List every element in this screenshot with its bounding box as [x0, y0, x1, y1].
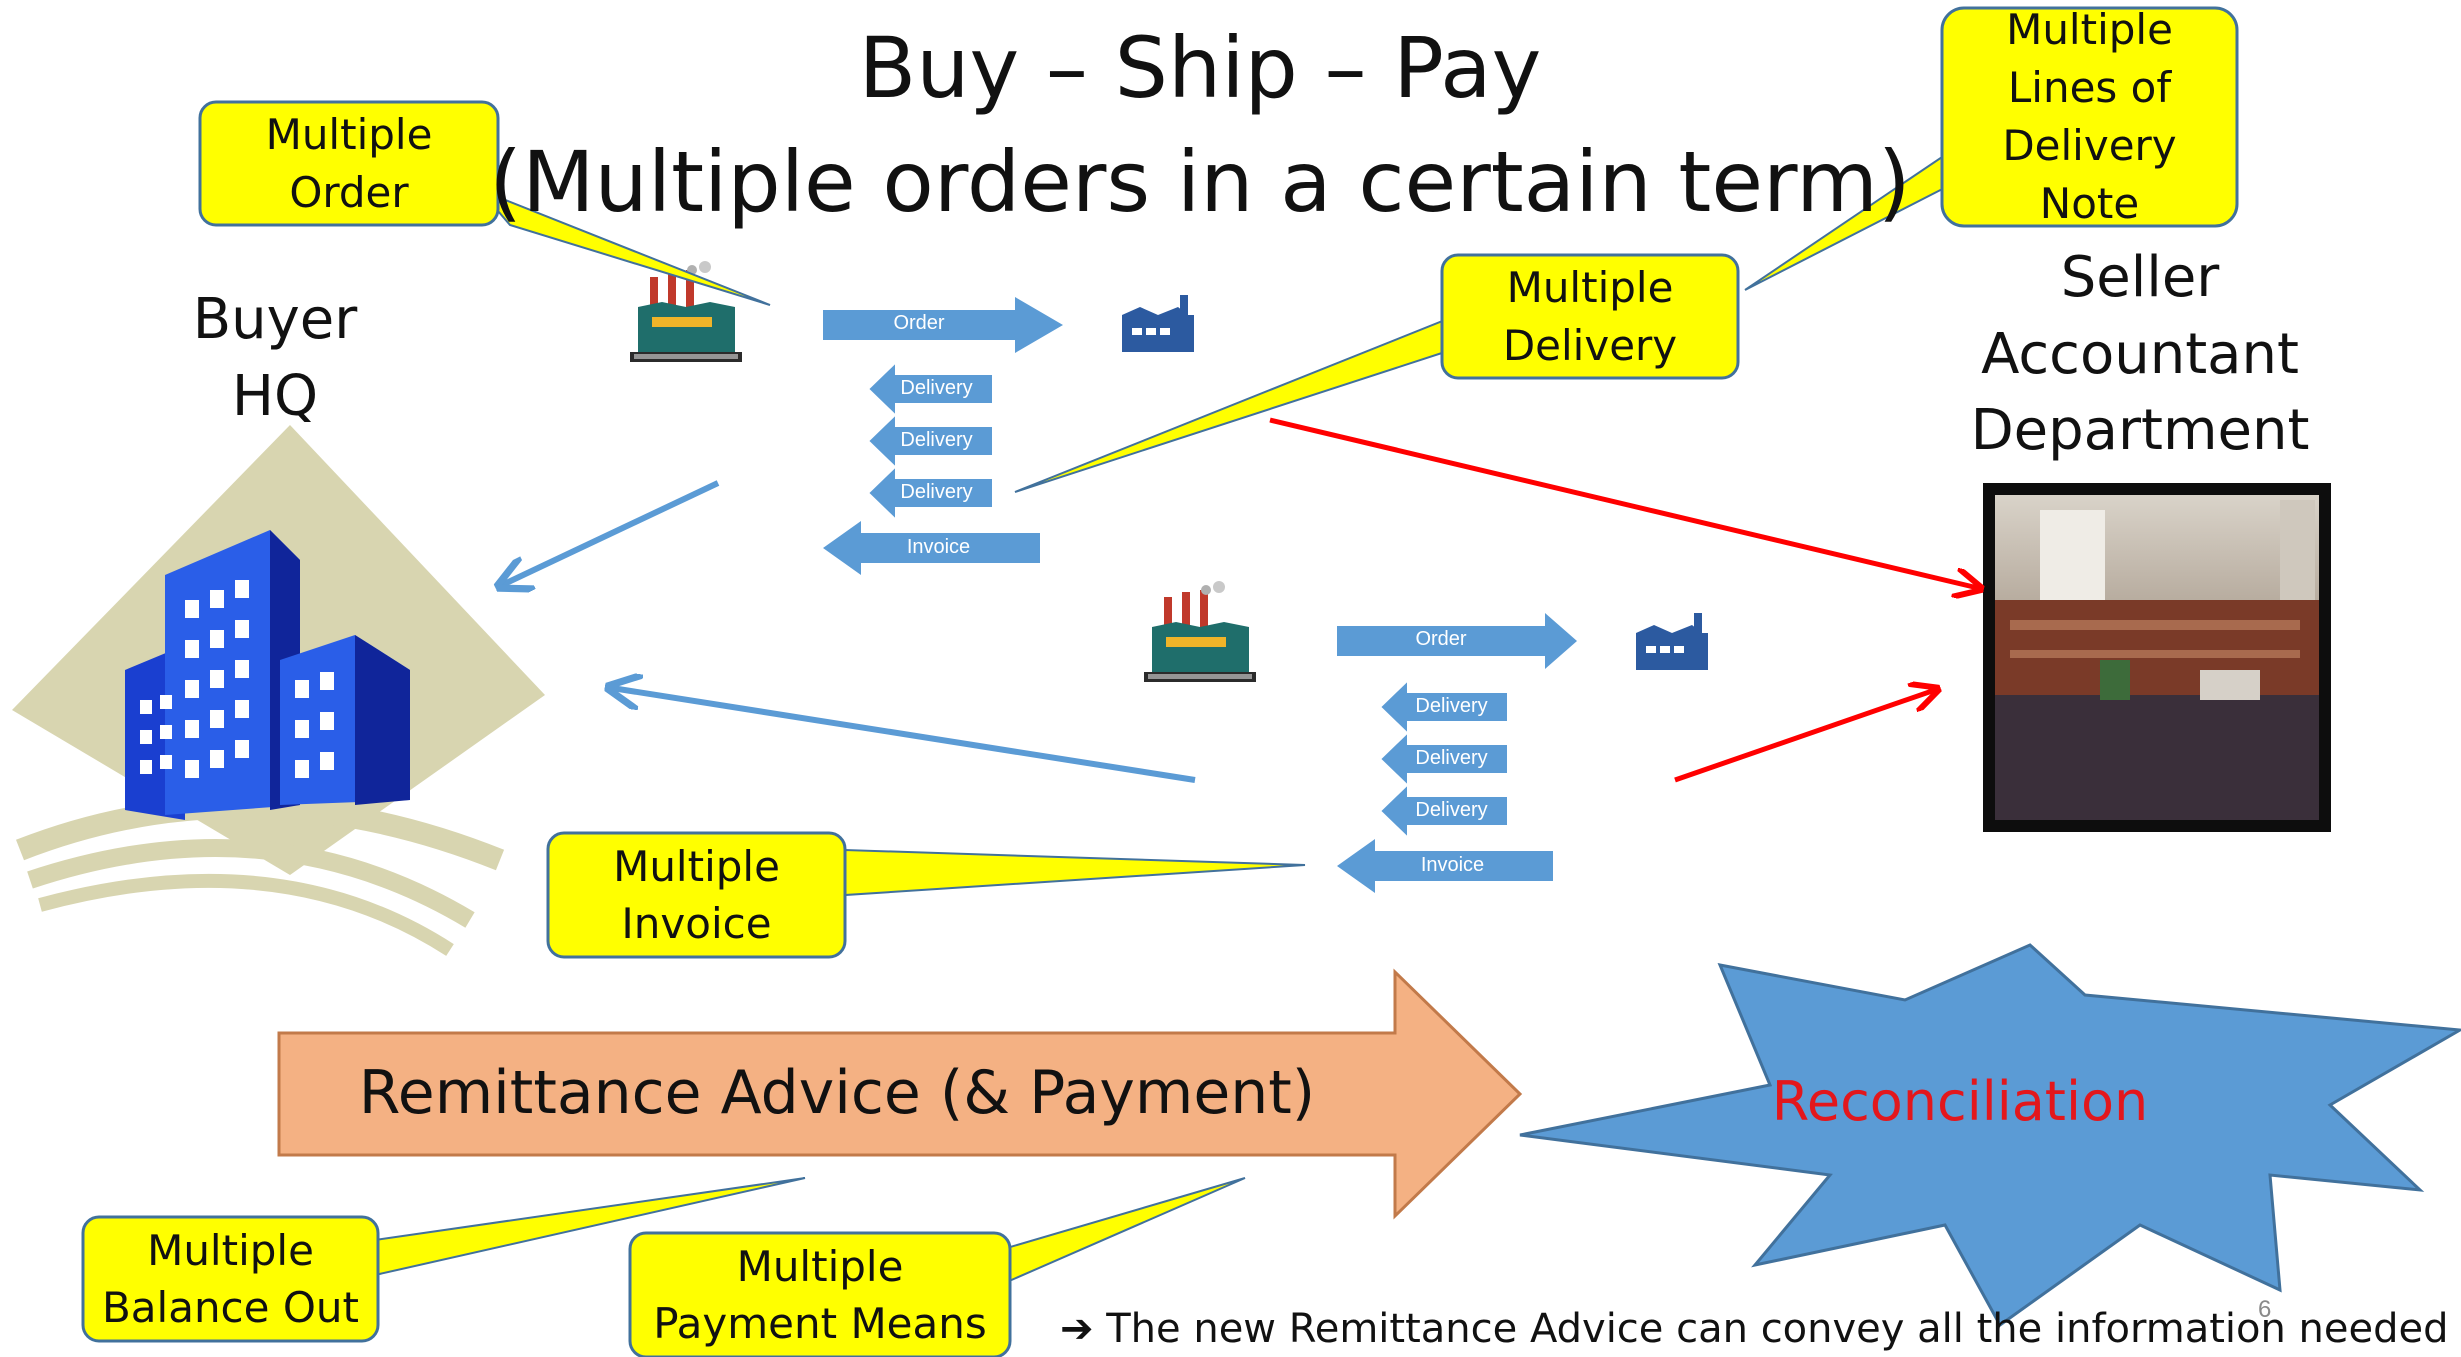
flow1-delivery-label: Delivery — [900, 429, 973, 451]
flow1-delivery-arrow — [866, 411, 994, 471]
buyer-factory-icon-2 — [1144, 581, 1256, 682]
callout-line: Multiple — [265, 110, 433, 160]
callout-line: Multiple — [736, 1241, 904, 1291]
callout-box — [546, 831, 847, 959]
seller-street-photo — [1983, 483, 2331, 832]
flow1-order-label: Order — [893, 312, 945, 334]
callout-tail — [999, 1177, 1246, 1287]
buyer-factory-icon — [630, 261, 742, 362]
callout-box — [628, 1231, 1012, 1357]
callout-line: Multiple — [147, 1225, 314, 1275]
callout-line: Multiple — [2006, 5, 2173, 55]
callout-box — [1940, 6, 2239, 228]
callout-multiple-invoice: Multiple Invoice — [548, 833, 845, 957]
flow2-delivery-label: Delivery — [1415, 799, 1488, 821]
callout-box — [81, 1215, 380, 1343]
footer-note: ➔ The new Remittance Advice can convey a… — [1060, 1306, 2449, 1352]
flow2-invoice-arrow — [1337, 839, 1553, 893]
callout-line: Note — [2039, 178, 2140, 228]
callout-multiple-lines: Multiple Lines of Delivery Note — [1942, 5, 2237, 228]
callout-box — [1440, 253, 1740, 380]
slide-title-line1: Buy – Ship – Pay — [858, 19, 1542, 117]
callout-line: Payment Means — [653, 1299, 987, 1348]
flow2-order-arrow — [1337, 613, 1577, 669]
flow2-to-buyer-arrow — [612, 688, 1196, 783]
buyer-label-line1: Buyer — [192, 287, 358, 352]
flow1-delivery-arrow — [866, 359, 994, 419]
flow2-delivery-arrow — [1378, 729, 1509, 789]
flow1-delivery-label: Delivery — [900, 377, 973, 399]
flow2-order-label: Order — [1415, 628, 1467, 650]
flow2-delivery-label: Delivery — [1415, 747, 1488, 769]
flow1-delivery-label: Delivery — [900, 481, 973, 503]
remittance-label: Remittance Advice (& Payment) — [358, 1058, 1316, 1128]
flow1-to-buyer-arrow — [502, 480, 720, 585]
callout-multiple-delivery: Multiple Delivery — [1442, 255, 1738, 378]
callout-line: Delivery — [1502, 320, 1678, 370]
slide-number: 6 — [2258, 1296, 2272, 1323]
footer-text: The new Remittance Advice can convey all… — [1106, 1306, 2449, 1352]
flow1-invoice-arrow — [823, 521, 1040, 575]
slide-title-line2: (Multiple orders in a certain term) — [489, 133, 1911, 231]
callout-multiple-payment: Multiple Payment Means — [630, 1233, 1010, 1357]
callout-line: Multiple — [613, 841, 780, 891]
seller-label: Seller Accountant Department — [1930, 240, 2350, 470]
reconciliation-starburst — [1519, 943, 2461, 1328]
callout-line: Lines of — [2007, 63, 2172, 113]
seller-label-line3: Department — [1970, 398, 2310, 464]
flow1-invoice-label: Invoice — [906, 536, 971, 558]
flow2-delivery-arrow — [1378, 781, 1509, 841]
flow1-delivery-arrow — [866, 463, 994, 523]
seller-factory-icon — [1122, 295, 1194, 352]
flow2-invoice-label: Invoice — [1420, 854, 1485, 876]
flow2-to-seller-arrow — [1674, 690, 1935, 783]
seller-label-line1: Seller — [2060, 245, 2220, 310]
callout-line: Balance Out — [101, 1283, 359, 1332]
callout-box — [198, 100, 500, 227]
callout-tail — [1014, 318, 1446, 493]
callout-line: Multiple — [1506, 263, 1674, 313]
callout-tail — [844, 848, 1306, 897]
buyer-label: Buyer HQ — [150, 282, 400, 435]
callout-line: Invoice — [621, 899, 772, 948]
flow1-order-arrow — [823, 297, 1063, 353]
callout-line: Delivery — [2002, 121, 2177, 170]
reconciliation-label: Reconciliation — [1771, 1070, 2149, 1133]
office-buildings-icon — [12, 425, 545, 956]
arrow-right-icon: ➔ — [1060, 1306, 1094, 1352]
remittance-arrow — [277, 968, 1523, 1220]
seller-label-line2: Accountant — [1981, 321, 2299, 387]
callout-multiple-balance: Multiple Balance Out — [83, 1217, 378, 1341]
seller-factory-icon-2 — [1636, 613, 1708, 670]
flow2-delivery-label: Delivery — [1415, 695, 1488, 717]
flow2-delivery-arrow — [1378, 677, 1509, 737]
flow1-to-seller-arrow — [1269, 417, 1978, 588]
callout-multiple-order: Multiple Order — [200, 102, 498, 225]
buyer-label-line2: HQ — [231, 363, 319, 429]
callout-line: Order — [289, 167, 409, 217]
